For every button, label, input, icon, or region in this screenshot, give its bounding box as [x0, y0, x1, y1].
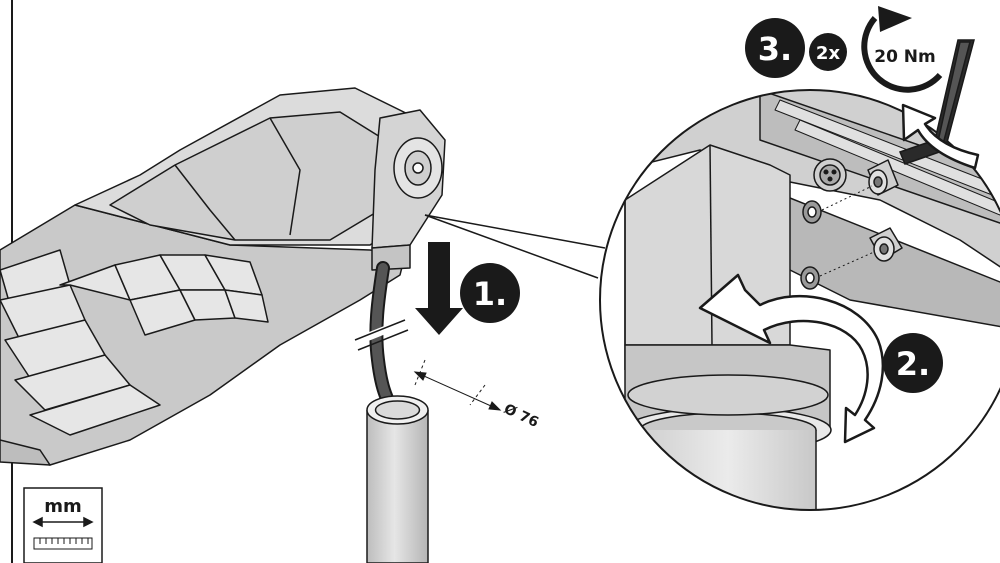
unit-label: mm: [44, 496, 82, 517]
double-arrow-icon: [32, 516, 94, 528]
pole: [366, 395, 429, 563]
tighten-arrow-icon: [901, 103, 980, 170]
step-3-badge: 3.: [745, 18, 805, 78]
bolt-icon: [869, 227, 903, 262]
luminaire: [0, 87, 446, 466]
rotate-arrow-icon: [698, 273, 885, 444]
bolt-icon: [867, 159, 899, 196]
step-2-label: 2.: [896, 345, 930, 383]
detail-zoom: 2.: [599, 89, 1000, 511]
step-2-badge: 2.: [883, 333, 943, 393]
step-1-label: 1.: [473, 275, 507, 313]
zoom-connector: [424, 214, 606, 279]
repeat-label: 2x: [816, 43, 841, 64]
dimension-label: Ø 76: [501, 401, 541, 431]
torque-label: 20 Nm: [874, 47, 936, 67]
down-arrow-icon: [415, 242, 463, 335]
unit-box: mm: [23, 487, 103, 563]
repeat-badge: 2x: [809, 33, 847, 71]
step-3-label: 3.: [758, 30, 792, 68]
ruler-icon: [33, 537, 93, 550]
dimension-line: [413, 359, 502, 411]
torque-arrow-icon: 20 Nm: [861, 6, 943, 93]
step-1-badge: 1.: [460, 263, 520, 323]
